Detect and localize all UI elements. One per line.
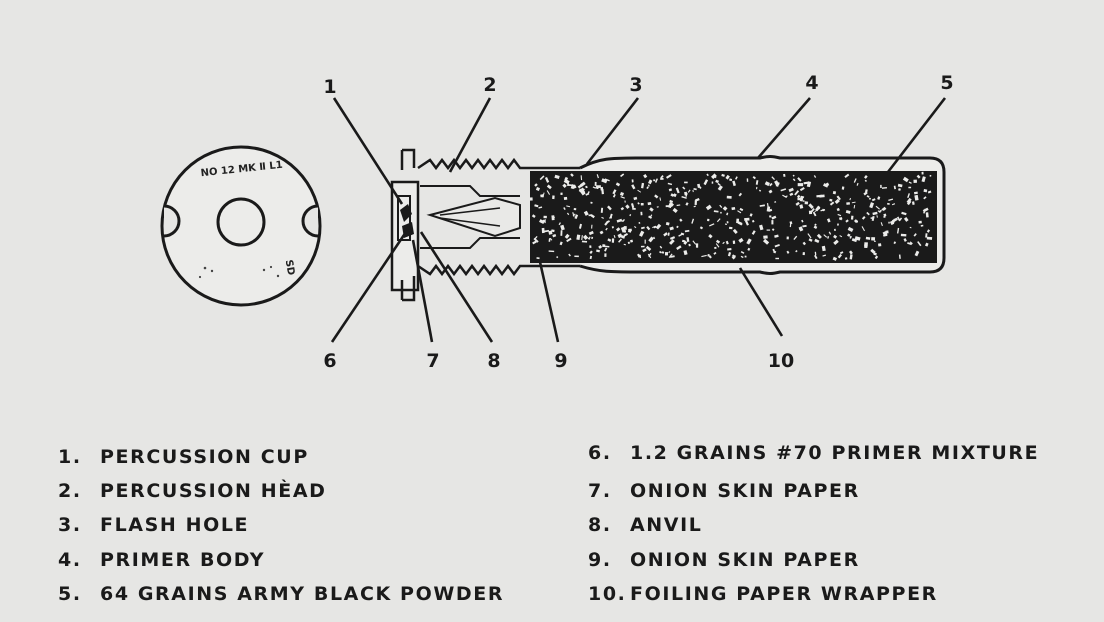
primer-base-view: NO 12 MK Ⅱ L1 SD [160, 145, 322, 307]
legend-text: FLASH HOLE [100, 514, 250, 536]
legend-text: ANVIL [630, 514, 703, 536]
legend-item-5: 5. 64 GRAINS ARMY BLACK POWDER [58, 583, 504, 605]
legend-text: 64 GRAINS ARMY BLACK POWDER [100, 583, 505, 605]
callout-4: 4 [805, 72, 819, 94]
legend-text: ONION SKIN PAPER [630, 480, 860, 502]
legend-text: PERCUSSION HÈAD [100, 480, 327, 502]
legend-number: 10. [588, 583, 627, 605]
legend-item-1: 1. PERCUSSION CUP [58, 446, 309, 468]
powder-grain-texture [529, 171, 933, 261]
legend-item-4: 4. PRIMER BODY [58, 549, 265, 571]
legend-number: 8. [588, 514, 612, 536]
legend-number: 1. [58, 446, 82, 468]
legend-number: 3. [58, 514, 82, 536]
legend-text: ONION SKIN PAPER [630, 549, 860, 571]
base-stamp-lower: SD [283, 259, 297, 276]
callout-2: 2 [483, 74, 497, 96]
callout-7: 7 [426, 350, 440, 372]
callout-5: 5 [940, 72, 954, 94]
legend-item-9: 9. ONION SKIN PAPER [588, 549, 860, 571]
legend-item-7: 7. ONION SKIN PAPER [588, 480, 860, 502]
legend-number: 7. [588, 480, 612, 502]
callout-3: 3 [629, 74, 643, 96]
legend-item-2: 2. PERCUSSION HÈAD [58, 480, 327, 502]
callout-1: 1 [323, 76, 337, 98]
legend-number: 2. [58, 480, 82, 502]
legend-number: 6. [588, 442, 612, 464]
legend-item-8: 8. ANVIL [588, 514, 703, 536]
black-powder-charge [530, 172, 936, 262]
legend-text: FOILING PAPER WRAPPER [630, 583, 938, 605]
legend-item-6: 6. 1.2 GRAINS #70 PRIMER MIXTURE [588, 442, 1039, 464]
legend-number: 9. [588, 549, 612, 571]
legend-item-10: 10.FOILING PAPER WRAPPER [588, 583, 938, 605]
legend-text: 1.2 GRAINS #70 PRIMER MIXTURE [630, 442, 1040, 464]
callout-6: 6 [323, 350, 337, 372]
legend-text: PRIMER BODY [100, 549, 266, 571]
legend-item-3: 3. FLASH HOLE [58, 514, 249, 536]
legend-number: 5. [58, 583, 82, 605]
callout-9: 9 [554, 350, 568, 372]
legend-number: 4. [58, 549, 82, 571]
legend-text: PERCUSSION CUP [100, 446, 309, 468]
callout-8: 8 [487, 350, 501, 372]
callout-10: 10 [767, 350, 795, 372]
primer-cross-section-diagram: NO 12 MK Ⅱ L1 SD [160, 97, 947, 343]
leader-lines [330, 97, 947, 343]
